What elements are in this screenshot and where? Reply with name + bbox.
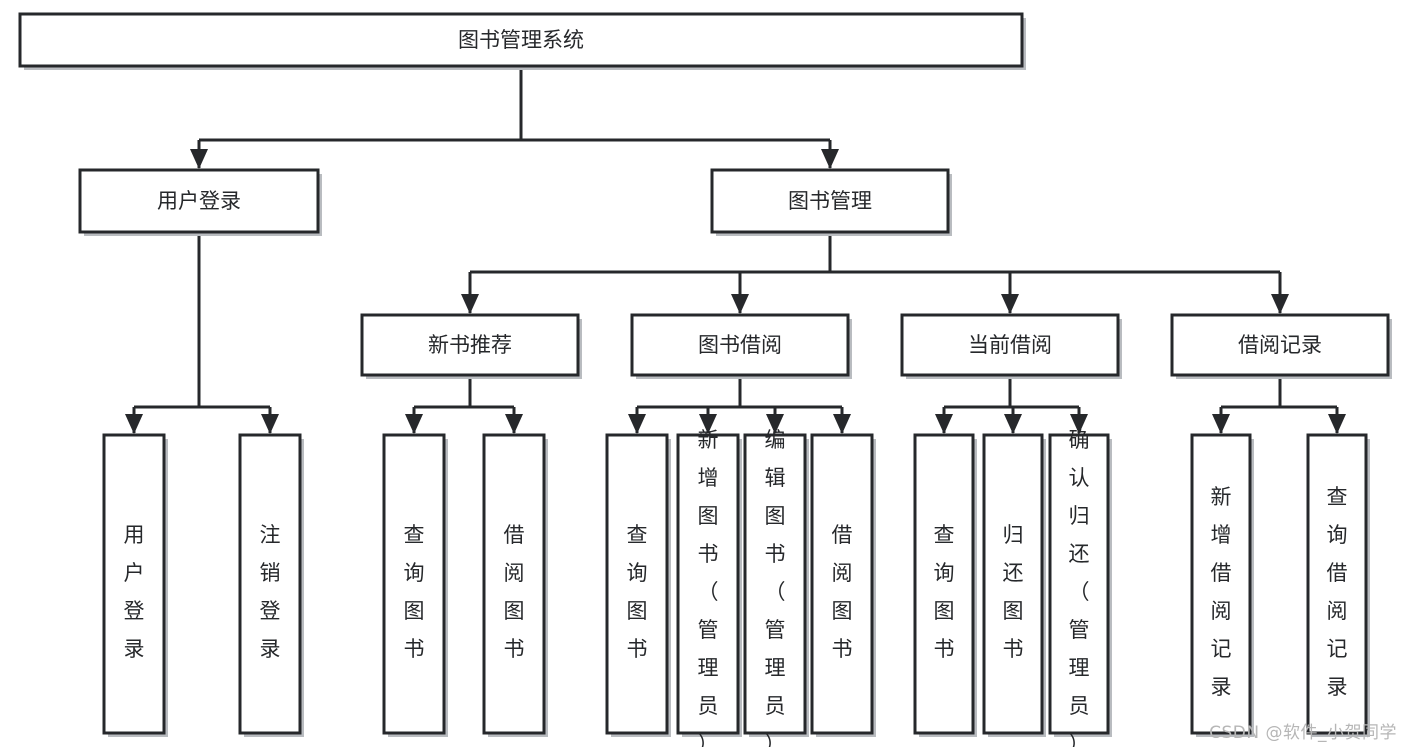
edge-group-当前借阅: [935, 375, 1088, 434]
node-rect: [913, 433, 975, 735]
node-rect: [605, 433, 669, 735]
node-label: 注销登录: [260, 523, 281, 661]
arrowhead-icon: [190, 149, 208, 169]
node-label: 查询图书: [934, 523, 955, 661]
node-label: 新增借阅记录: [1211, 485, 1232, 699]
node-rect: [1048, 433, 1110, 735]
node-label: 归还图书: [1003, 523, 1024, 661]
arrowhead-icon: [699, 414, 717, 434]
node-查询图书-leaf-2[interactable]: 查询图书: [382, 433, 448, 737]
node-查询借阅记录-leaf-12[interactable]: 查询借阅记录: [1306, 433, 1370, 737]
arrowhead-icon: [1212, 414, 1230, 434]
node-label: 借阅图书: [504, 523, 525, 661]
node-借阅图书-leaf-7[interactable]: 借阅图书: [810, 433, 876, 737]
arrowhead-icon: [461, 294, 479, 314]
node-label: 新书推荐: [428, 333, 512, 357]
node-label: 查询借阅记录: [1327, 485, 1348, 699]
node-rect: [630, 313, 850, 377]
node-借阅图书-leaf-3[interactable]: 借阅图书: [482, 433, 548, 737]
node-rect: [676, 433, 740, 735]
node-rect: [710, 168, 950, 234]
arrowhead-icon: [505, 414, 523, 434]
node-借阅记录-l3-3[interactable]: 借阅记录: [1170, 313, 1392, 379]
arrowhead-icon: [821, 149, 839, 169]
node-编辑图书管理员-leaf-6[interactable]: 编辑图书（管理员）: [743, 428, 809, 747]
arrowhead-icon: [1001, 294, 1019, 314]
node-rect: [810, 433, 874, 735]
connector-layer: [125, 66, 1346, 434]
node-label: 用户登录: [157, 189, 241, 213]
edge-group-图书借阅: [628, 375, 851, 434]
node-label: 图书管理: [788, 189, 872, 213]
node-rect: [1170, 313, 1390, 377]
edge-group-tushuguanli: [461, 232, 1289, 314]
arrowhead-icon: [833, 414, 851, 434]
node-label: 借阅图书: [832, 523, 853, 661]
node-rect: [238, 433, 302, 735]
arrowhead-icon: [935, 414, 953, 434]
node-rect: [900, 313, 1120, 377]
node-确认归还管理员-leaf-10[interactable]: 确认归还（管理员）: [1048, 428, 1112, 747]
node-图书管理-l2-1[interactable]: 图书管理: [710, 168, 952, 236]
node-rect: [1190, 433, 1252, 735]
node-新书推荐-l3-0[interactable]: 新书推荐: [360, 313, 582, 379]
node-用户登录-l2-0[interactable]: 用户登录: [78, 168, 322, 236]
node-label: 查询图书: [627, 523, 648, 661]
node-label: 当前借阅: [968, 333, 1052, 357]
arrowhead-icon: [1070, 414, 1088, 434]
node-rect: [743, 433, 807, 735]
node-rect: [382, 433, 446, 735]
arrowhead-icon: [628, 414, 646, 434]
arrowhead-icon: [1271, 294, 1289, 314]
node-label: 图书借阅: [698, 333, 782, 357]
arrowhead-icon: [766, 414, 784, 434]
node-rect: [78, 168, 320, 234]
arrowhead-icon: [731, 294, 749, 314]
node-图书管理系统-root[interactable]: 图书管理系统: [18, 12, 1026, 70]
arrowhead-icon: [1328, 414, 1346, 434]
arrowhead-icon: [1004, 414, 1022, 434]
node-rect: [102, 433, 166, 735]
node-layer: 图书管理系统用户登录图书管理新书推荐图书借阅当前借阅借阅记录用户登录注销登录查询…: [18, 12, 1392, 747]
node-查询图书-leaf-8[interactable]: 查询图书: [913, 433, 977, 737]
arrowhead-icon: [125, 414, 143, 434]
edge-group-借阅记录: [1212, 375, 1346, 434]
node-rect: [482, 433, 546, 735]
node-rect: [982, 433, 1044, 735]
node-归还图书-leaf-9[interactable]: 归还图书: [982, 433, 1046, 737]
node-label: 新增图书（管理员）: [698, 428, 719, 747]
node-rect: [360, 313, 580, 377]
node-label: 用户登录: [124, 523, 145, 661]
node-查询图书-leaf-4[interactable]: 查询图书: [605, 433, 671, 737]
arrowhead-icon: [405, 414, 423, 434]
node-label: 确认归还（管理员）: [1069, 428, 1090, 747]
edge-group-root: [190, 66, 839, 169]
edge-group-新书推荐: [405, 375, 523, 434]
node-label: 图书管理系统: [458, 28, 584, 52]
node-用户登录-leaf-0[interactable]: 用户登录: [102, 433, 168, 737]
node-label: 借阅记录: [1238, 333, 1322, 357]
node-rect: [18, 12, 1024, 68]
node-rect: [1306, 433, 1368, 735]
node-新增图书管理员-leaf-5[interactable]: 新增图书（管理员）: [676, 428, 742, 747]
node-图书借阅-l3-1[interactable]: 图书借阅: [630, 313, 852, 379]
arrowhead-icon: [261, 414, 279, 434]
node-label: 编辑图书（管理员）: [765, 428, 786, 747]
node-label: 查询图书: [404, 523, 425, 661]
node-注销登录-leaf-1[interactable]: 注销登录: [238, 433, 304, 737]
node-新增借阅记录-leaf-11[interactable]: 新增借阅记录: [1190, 433, 1254, 737]
node-当前借阅-l3-2[interactable]: 当前借阅: [900, 313, 1122, 379]
edge-group-yonghudenglu: [125, 232, 279, 434]
